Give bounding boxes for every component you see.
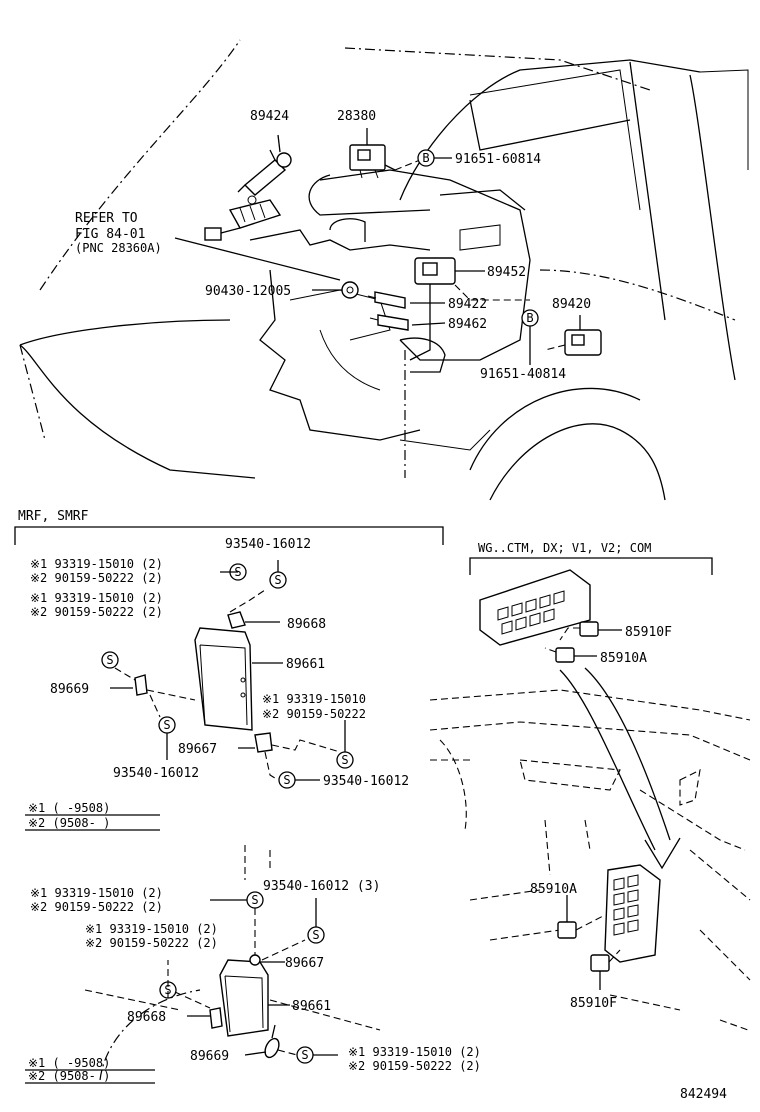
left-93540-bottom-right-label: 93540-16012 [323, 774, 409, 789]
left-89669-label: 89669 [50, 682, 89, 697]
right-box-frame [469, 557, 713, 575]
s-icon: S [251, 893, 258, 907]
left-box-frame [14, 526, 444, 545]
sensor-89452 [414, 257, 530, 301]
s-icon: S [283, 773, 290, 787]
s-icon: S [164, 983, 171, 997]
part-91651-60814-label: 91651-60814 [455, 152, 541, 167]
left-bracket-89667 [238, 732, 341, 781]
lower-89669-label: 89669 [190, 1049, 229, 1064]
part-89462-label: 89462 [448, 317, 487, 332]
s-icon: S [106, 653, 113, 667]
lower-ecu-89661 [219, 959, 290, 1037]
s-icon: S [301, 1048, 308, 1062]
part-28380-label: 28380 [337, 109, 376, 124]
lower-89661-label: 89661 [292, 999, 331, 1014]
s-icon: S [274, 573, 281, 587]
left-89668-label: 89668 [287, 617, 326, 632]
lower-clip-89667 [249, 908, 306, 966]
lower-bolt-group1-line1: ※1 93319-15010 (2) [30, 886, 163, 900]
lower-legend-line-1: ※1 ( -9508) [28, 1056, 110, 1070]
sensor-89424 [237, 134, 292, 196]
part-90430-label: 90430-12005 [205, 284, 291, 299]
lower-bolt-group2-line2: ※2 90159-50222 (2) [85, 936, 218, 950]
engine-block [249, 169, 531, 478]
left-93540-bottom-left-label: 93540-16012 [113, 766, 199, 781]
left-89667-label: 89667 [178, 742, 217, 757]
left-legend-line-2: ※2 (9508- ) [28, 816, 110, 830]
vehicle-outline [19, 39, 749, 501]
left-bracket-89668 [227, 589, 280, 629]
left-ecu-89661 [194, 627, 283, 731]
sensor-89462 [369, 314, 446, 331]
right-relay-block-top [479, 569, 622, 663]
lower-right-bolt-line1: ※1 93319-15010 (2) [348, 1045, 481, 1059]
lower-bolt-symbols [159, 891, 325, 1064]
refer-connector [174, 195, 341, 281]
bolt-symbol-b-top-letter: B [422, 151, 429, 165]
refer-line-2: FIG 84-01 [75, 227, 145, 242]
right-85910F-bottom-label: 85910F [570, 996, 617, 1011]
left-bolt-group2-line1: ※1 93319-15010 (2) [30, 591, 163, 605]
left-93540-top-label: 93540-16012 [225, 537, 311, 552]
part-89422-label: 89422 [448, 297, 487, 312]
vsv-28380 [349, 128, 421, 179]
lower-bracket-89668 [167, 960, 223, 1029]
left-bracket-89669 [110, 667, 196, 718]
lower-bracket-89669 [244, 1024, 298, 1059]
left-89661-label: 89661 [286, 657, 325, 672]
right-box-header: WG..CTM, DX; V1, V2; COM [478, 541, 651, 555]
left-legend-line-1: ※1 ( -9508) [28, 801, 110, 815]
s-icon: S [312, 928, 319, 942]
left-bolt-group1-line1: ※1 93319-15010 (2) [30, 557, 163, 571]
left-right-bolt-line1: ※1 93319-15010 [262, 692, 366, 706]
lower-89668-label: 89668 [127, 1010, 166, 1025]
part-89424-label: 89424 [250, 109, 289, 124]
lower-93540-label: 93540-16012 (3) [263, 879, 380, 894]
part-91651-40814-label: 91651-40814 [480, 367, 566, 382]
lower-bolt-group1-line2: ※2 90159-50222 (2) [30, 900, 163, 914]
left-box-header: MRF, SMRF [18, 509, 89, 524]
left-bolt-group1-line2: ※2 90159-50222 (2) [30, 571, 163, 585]
bolt-symbol-b-lower-letter: B [526, 311, 533, 325]
s-icon: S [341, 753, 348, 767]
lower-right-bolt-line2: ※2 90159-50222 (2) [348, 1059, 481, 1073]
right-85910F-top-label: 85910F [625, 625, 672, 640]
left-right-bolt-line2: ※2 90159-50222 [262, 707, 366, 721]
right-85910A-bottom-label: 85910A [530, 882, 577, 897]
s-icon: S [163, 718, 170, 732]
refer-line-1: REFER TO [75, 211, 138, 226]
sensor-89420 [544, 315, 602, 356]
left-bolt-group2-line2: ※2 90159-50222 (2) [30, 605, 163, 619]
right-dashboard-context [429, 667, 751, 1031]
lower-legend [25, 1069, 155, 1084]
part-89452-label: 89452 [487, 265, 526, 280]
lower-89667-label: 89667 [285, 956, 324, 971]
left-legend [25, 814, 160, 831]
washer-90430 [312, 281, 359, 299]
right-relay-block-bottom [557, 864, 661, 990]
figure-number: 842494 [680, 1087, 727, 1102]
part-89420-label: 89420 [552, 297, 591, 312]
refer-line-3: (PNC 28360A) [75, 241, 162, 255]
lower-legend-line-2: ※2 (9508- ) [28, 1069, 110, 1083]
right-85910A-top-label: 85910A [600, 651, 647, 666]
lower-bolt-group2-line1: ※1 93319-15010 (2) [85, 922, 218, 936]
sensor-89422 [367, 291, 445, 309]
